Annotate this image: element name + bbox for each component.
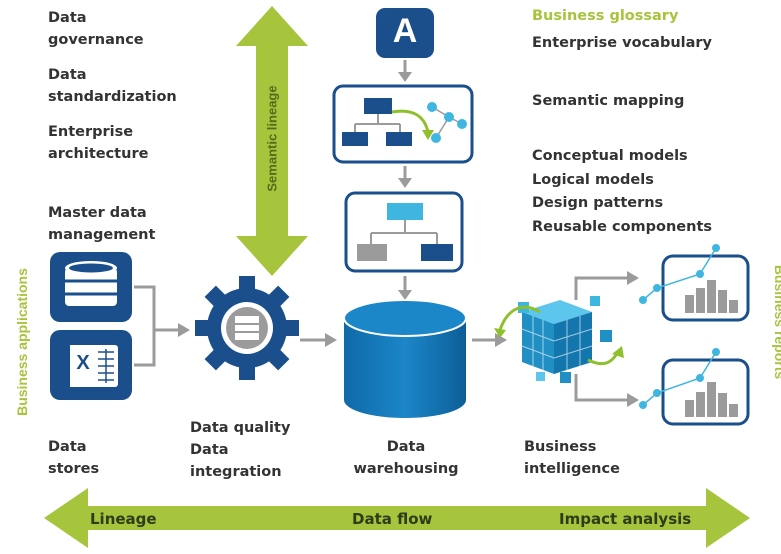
data-flow-arrow (44, 488, 750, 548)
label-impact-analysis: Impact analysis (559, 510, 692, 528)
vertical-flow-arrows (398, 60, 412, 300)
label-enterprise-vocabulary: Enterprise vocabulary (532, 35, 713, 51)
arrow-head-2 (325, 333, 337, 347)
label-business-reports: Business reports (772, 264, 781, 380)
arrow-head-4 (627, 271, 639, 285)
label-semantic-mapping: Semantic mapping (532, 93, 685, 109)
semantic-mapping-diagram (332, 84, 474, 164)
model-hierarchy-diagram (344, 191, 464, 273)
label-business-glossary: Business glossary (532, 8, 679, 24)
label-lineage: Lineage (90, 510, 157, 528)
label-semantic-lineage: Semantic lineage (264, 85, 280, 192)
business-report-chart-bottom (639, 348, 750, 426)
business-intelligence-cube-icon (494, 296, 624, 383)
arrow-head-1 (178, 323, 190, 337)
label-data-flow: Data flow (352, 510, 433, 528)
bi-to-reports-connector (574, 276, 628, 402)
arrow-head-3 (495, 333, 507, 347)
label-models-list: Conceptual models Logical models Design … (532, 148, 713, 235)
database-store-icon (50, 252, 132, 322)
business-report-chart-top (639, 244, 750, 322)
arrow-head-5 (627, 393, 639, 407)
data-warehouse-cylinder (343, 299, 467, 418)
excel-file-icon (50, 330, 132, 400)
excel-x-letter: X (76, 352, 90, 374)
label-business-applications: Business applications (14, 268, 30, 416)
glossary-a-letter: A (392, 12, 418, 50)
stores-to-integration-connector (134, 285, 180, 367)
data-integration-gear-icon (195, 276, 299, 380)
glossary-a-icon (376, 8, 434, 58)
semantic-lineage-arrow (236, 6, 308, 276)
